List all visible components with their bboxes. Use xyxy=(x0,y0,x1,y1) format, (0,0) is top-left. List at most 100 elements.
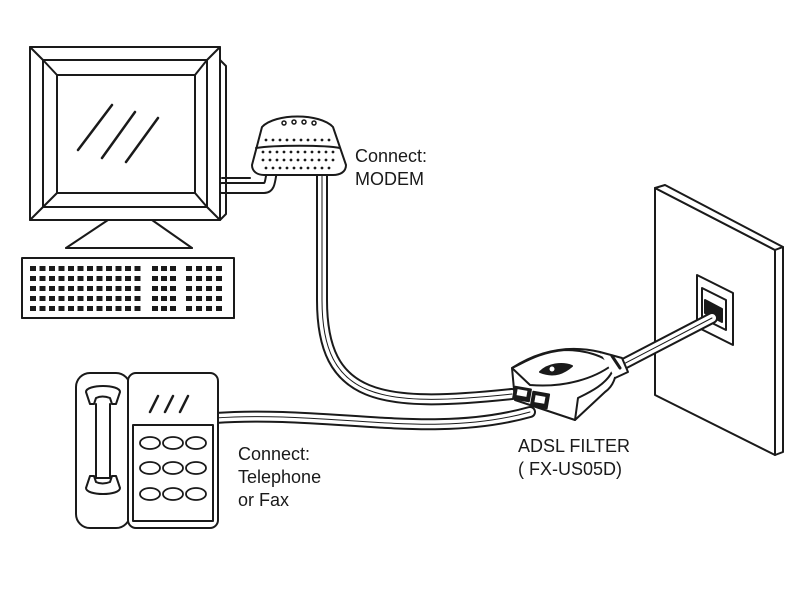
keyboard-key xyxy=(206,276,212,281)
keyboard-key xyxy=(216,306,222,311)
keyboard-key xyxy=(39,266,46,271)
keyboard-key xyxy=(49,306,55,311)
keyboard-key xyxy=(161,296,167,301)
keyboard-key xyxy=(77,306,84,311)
keyboard-key xyxy=(134,276,141,281)
keyboard-key xyxy=(216,276,222,281)
modem-icon xyxy=(251,115,347,176)
keyboard-key xyxy=(170,286,176,291)
filter-label: ADSL FILTER ( FX-US05D) xyxy=(518,435,630,481)
keyboard-key xyxy=(152,276,158,281)
keyboard-key xyxy=(68,276,74,281)
keyboard-key xyxy=(186,296,192,301)
modem-label-line-1: Connect: xyxy=(355,146,428,166)
keyboard-key xyxy=(106,266,112,271)
keyboard-key xyxy=(49,286,55,291)
keyboard-key xyxy=(186,266,192,271)
keyboard-key xyxy=(58,306,65,311)
keyboard-key xyxy=(106,306,112,311)
keyboard-key xyxy=(134,286,141,291)
keyboard-key xyxy=(206,306,212,311)
telephone-label: Connect: Telephone or Fax xyxy=(238,443,321,512)
keyboard-key xyxy=(161,266,167,271)
keyboard-key xyxy=(216,286,222,291)
keyboard-key xyxy=(134,266,141,271)
keyboard-key xyxy=(216,296,222,301)
keyboard-key xyxy=(170,266,176,271)
keyboard-key xyxy=(161,306,167,311)
telephone-icon xyxy=(75,372,219,529)
keyboard-key xyxy=(206,286,212,291)
keyboard-key xyxy=(96,286,103,291)
wall-plate-icon xyxy=(654,184,784,456)
keyboard-key xyxy=(115,296,122,301)
line-cable xyxy=(606,312,718,376)
keyboard-key xyxy=(39,286,46,291)
keyboard-key xyxy=(152,296,158,301)
keyboard-key xyxy=(58,276,65,281)
keyboard-key xyxy=(39,276,46,281)
adsl-filter-icon xyxy=(511,347,629,421)
keyboard-key xyxy=(87,296,93,301)
keyboard-key xyxy=(96,266,103,271)
keyboard-key xyxy=(125,296,131,301)
keyboard-key xyxy=(30,266,36,271)
keyboard-key xyxy=(49,296,55,301)
telephone-label-line-2: Telephone xyxy=(238,467,322,487)
keyboard-key xyxy=(196,286,202,291)
keyboard-key xyxy=(196,276,202,281)
keyboard-key xyxy=(58,296,65,301)
keyboard-key xyxy=(39,296,46,301)
keyboard-key xyxy=(106,276,112,281)
keyboard-key xyxy=(77,286,84,291)
modem-label-line-2: MODEM xyxy=(355,169,424,189)
keyboard-key xyxy=(134,306,141,311)
keyboard-key xyxy=(152,306,158,311)
keyboard-key xyxy=(170,276,176,281)
keyboard-key xyxy=(96,296,103,301)
keyboard-key xyxy=(68,296,74,301)
keyboard-key xyxy=(58,286,65,291)
keyboard-key xyxy=(58,266,65,271)
keyboard-key xyxy=(87,306,93,311)
keyboard-key xyxy=(161,276,167,281)
keyboard-key xyxy=(49,266,55,271)
keyboard-key xyxy=(206,296,212,301)
keyboard-key xyxy=(77,266,84,271)
keyboard-key xyxy=(106,296,112,301)
keyboard-key xyxy=(115,306,122,311)
keyboard-key xyxy=(68,306,74,311)
keyboard-key xyxy=(30,276,36,281)
keyboard-key xyxy=(77,296,84,301)
keyboard-key xyxy=(96,306,103,311)
keyboard-key xyxy=(30,306,36,311)
keyboard-key xyxy=(125,276,131,281)
keyboard-key xyxy=(115,286,122,291)
keyboard-key xyxy=(87,266,93,271)
keyboard-key xyxy=(206,266,212,271)
keyboard-key xyxy=(196,266,202,271)
keyboard-key xyxy=(186,286,192,291)
keyboard-key xyxy=(186,306,192,311)
keyboard-key xyxy=(30,296,36,301)
keyboard-key xyxy=(125,306,131,311)
filter-label-line-2: ( FX-US05D) xyxy=(518,459,623,479)
keyboard-key xyxy=(134,296,141,301)
keyboard-key xyxy=(39,306,46,311)
keyboard-icon xyxy=(21,257,235,319)
keyboard-key xyxy=(106,286,112,291)
keyboard-key xyxy=(115,276,122,281)
keyboard-key xyxy=(49,276,55,281)
keyboard-key xyxy=(161,286,167,291)
phone-cable xyxy=(209,406,536,431)
keyboard-key xyxy=(196,306,202,311)
keyboard-key xyxy=(87,276,93,281)
keyboard-key xyxy=(186,276,192,281)
telephone-label-line-3: or Fax xyxy=(238,490,290,510)
telephone-label-line-1: Connect: xyxy=(238,444,311,464)
keyboard-key xyxy=(77,276,84,281)
keyboard-key xyxy=(115,266,122,271)
keyboard-key xyxy=(68,286,74,291)
keyboard-key xyxy=(68,266,74,271)
